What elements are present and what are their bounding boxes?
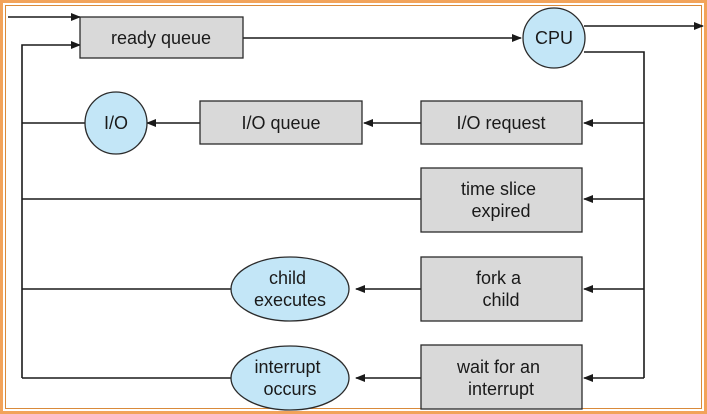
- time-slice-label: time slice expired: [461, 179, 541, 221]
- interrupt-occurs-line-1: interrupt: [254, 357, 320, 377]
- ready-queue-box: [79, 16, 244, 59]
- io-circle: [84, 91, 148, 155]
- ready-queue-label: ready queue: [111, 28, 211, 48]
- child-executes-line-1: child: [269, 268, 306, 288]
- cpu-circle: [522, 7, 586, 69]
- child-executes-line-2: executes: [254, 290, 326, 310]
- interrupt-occurs-ellipse: [230, 345, 350, 411]
- wait-interrupt-label: wait for an interrupt: [456, 357, 545, 399]
- fork-child-line-1: fork a: [476, 268, 522, 288]
- child-executes-label: child executes: [254, 268, 326, 310]
- fork-child-label: fork a child: [476, 268, 526, 310]
- interrupt-occurs-label: interrupt occurs: [254, 357, 325, 399]
- wait-interrupt-line-2: interrupt: [468, 379, 534, 399]
- time-slice-box: [420, 167, 583, 233]
- connectors: [8, 13, 704, 382]
- io-request-label: I/O request: [456, 113, 545, 133]
- io-queue-box: [199, 100, 363, 145]
- cpu-label: CPU: [535, 28, 573, 48]
- inner-frame: [5, 5, 702, 409]
- time-slice-line-2: expired: [471, 201, 530, 221]
- fork-child-line-2: child: [482, 290, 519, 310]
- fork-child-box: [420, 256, 583, 322]
- child-executes-ellipse: [230, 256, 350, 322]
- io-label: I/O: [104, 113, 128, 133]
- io-queue-label: I/O queue: [241, 113, 320, 133]
- wait-interrupt-line-1: wait for an: [456, 357, 540, 377]
- time-slice-line-1: time slice: [461, 179, 536, 199]
- interrupt-occurs-line-2: occurs: [263, 379, 316, 399]
- left-bus-line: [21, 41, 81, 378]
- wait-interrupt-box: [420, 344, 583, 410]
- cpu-to-bus-line: [584, 51, 645, 378]
- io-request-box: [420, 100, 583, 145]
